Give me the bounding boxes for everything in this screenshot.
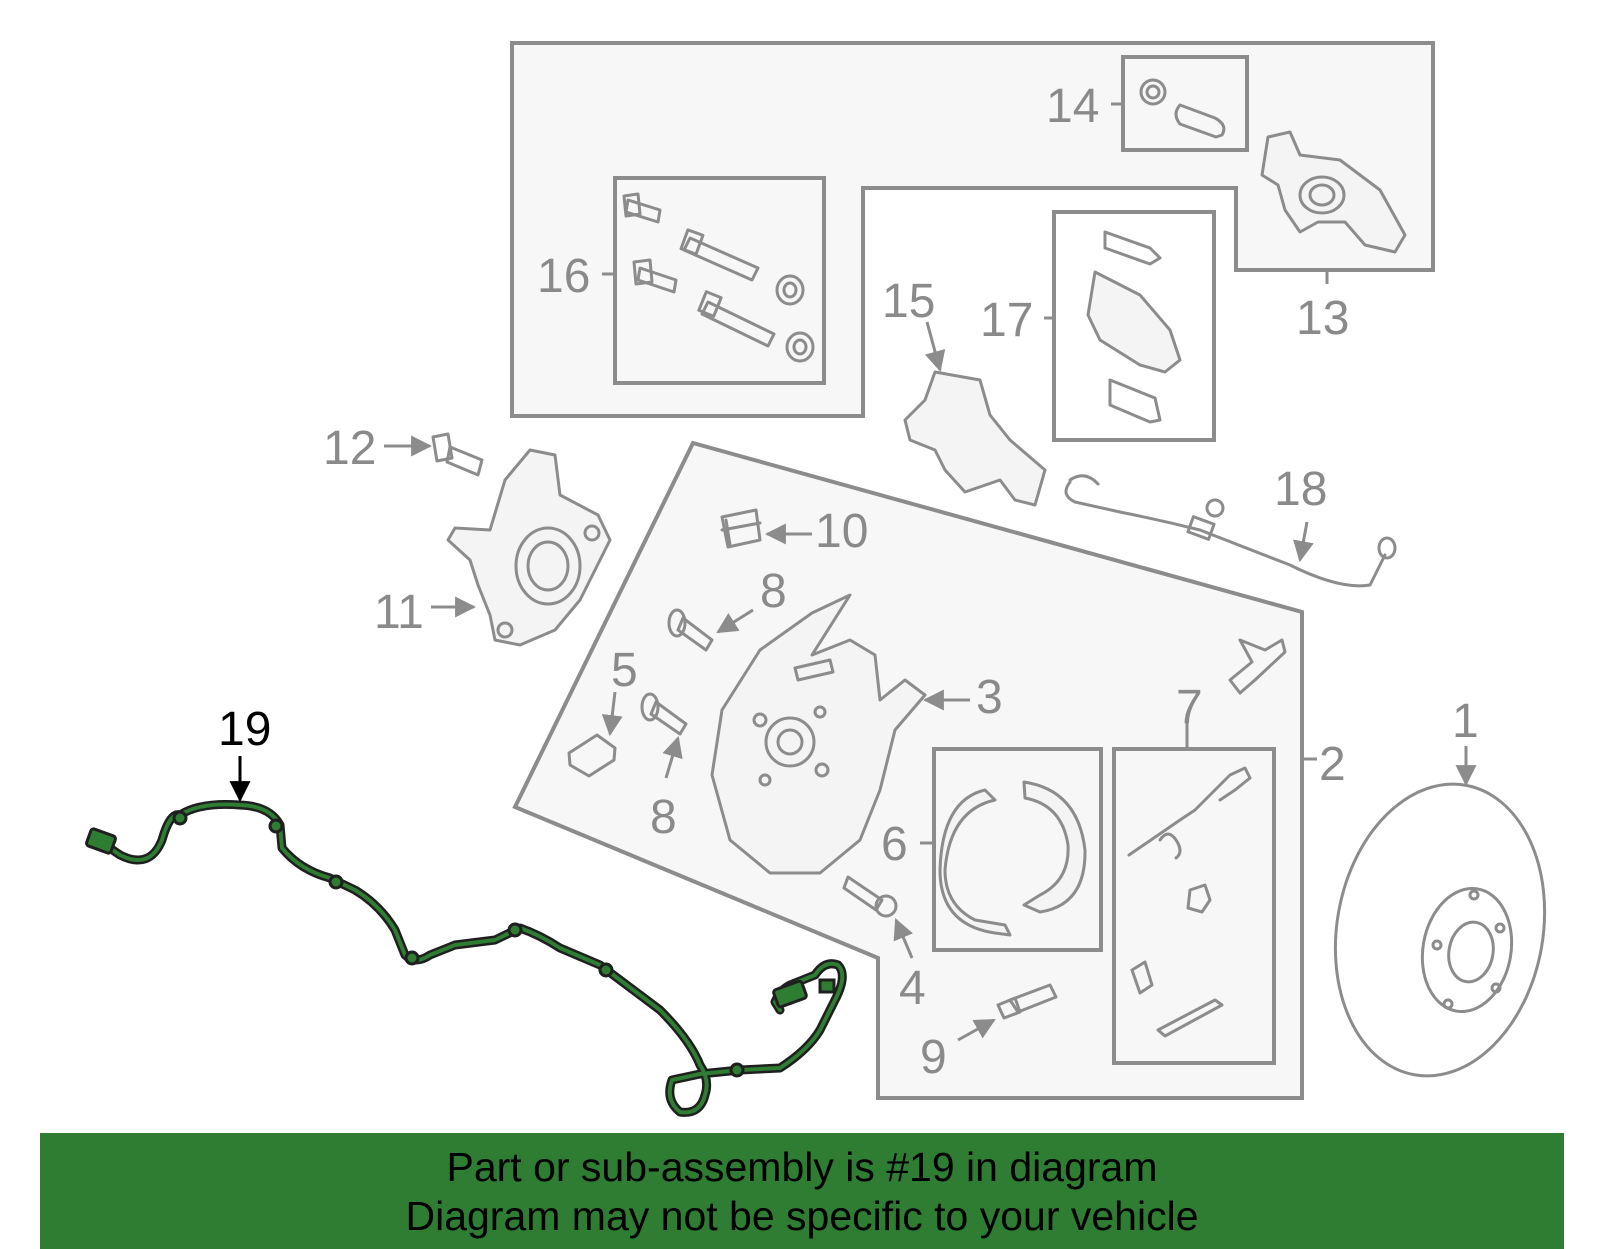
brake-hardware-kit bbox=[1127, 638, 1287, 1038]
callout-8-lower: 8 bbox=[650, 791, 677, 844]
adjuster-clip bbox=[720, 508, 762, 549]
adjuster-bolt bbox=[842, 875, 898, 918]
caliper-bolts-and-pins bbox=[622, 192, 815, 363]
callout-14: 14 bbox=[1046, 80, 1099, 133]
hold-down-cup bbox=[567, 733, 617, 778]
callout-2: 2 bbox=[1319, 738, 1346, 791]
brake-hose bbox=[1064, 474, 1397, 588]
callout-6: 6 bbox=[881, 818, 908, 871]
part-info-banner: Part or sub-assembly is #19 in diagram D… bbox=[40, 1133, 1564, 1249]
caliper-bracket bbox=[903, 370, 1047, 507]
callout-7: 7 bbox=[1176, 681, 1203, 734]
knuckle-bolt bbox=[431, 432, 484, 477]
bolt-kit-box bbox=[613, 176, 826, 385]
steering-knuckle bbox=[446, 448, 612, 647]
hold-down-pin-upper bbox=[667, 608, 714, 652]
callout-1: 1 bbox=[1452, 695, 1479, 748]
callout-labels: 14 13 16 17 15 18 12 11 10 8 5 3 8 7 2 1… bbox=[218, 80, 1479, 1084]
callout-5: 5 bbox=[611, 644, 638, 697]
callout-15: 15 bbox=[882, 275, 935, 328]
callout-12: 12 bbox=[323, 422, 376, 475]
callout-8-upper: 8 bbox=[760, 565, 787, 618]
callout-4: 4 bbox=[899, 962, 926, 1015]
callout-17: 17 bbox=[980, 294, 1033, 347]
banner-line-1: Part or sub-assembly is #19 in diagram bbox=[446, 1144, 1158, 1190]
callout-3: 3 bbox=[976, 671, 1003, 724]
adjuster-spring bbox=[996, 983, 1058, 1020]
callout-10: 10 bbox=[815, 505, 868, 558]
brake-pad-kit bbox=[1052, 210, 1216, 442]
callout-19: 19 bbox=[218, 703, 271, 756]
leader-lines bbox=[229, 102, 1477, 1042]
caliper-group bbox=[510, 41, 1435, 418]
parking-shoe-box bbox=[932, 747, 1103, 952]
brake-caliper bbox=[1260, 130, 1407, 254]
brake-rotor bbox=[1333, 782, 1547, 1078]
callout-16: 16 bbox=[537, 250, 590, 303]
backing-plate-group bbox=[512, 440, 1304, 1100]
abs-sensor-harness bbox=[85, 800, 847, 1117]
callout-13: 13 bbox=[1296, 292, 1349, 345]
callout-9: 9 bbox=[920, 1031, 947, 1084]
hold-down-pin-lower bbox=[640, 692, 688, 736]
callout-11: 11 bbox=[374, 586, 424, 639]
banner-line-2: Diagram may not be specific to your vehi… bbox=[405, 1193, 1199, 1239]
parking-brake-shoes bbox=[938, 780, 1087, 937]
hardware-kit-box bbox=[1112, 747, 1276, 1065]
caliper-boot-and-pin bbox=[1139, 78, 1226, 139]
dust-shield bbox=[710, 593, 927, 875]
callout-18: 18 bbox=[1274, 463, 1327, 516]
